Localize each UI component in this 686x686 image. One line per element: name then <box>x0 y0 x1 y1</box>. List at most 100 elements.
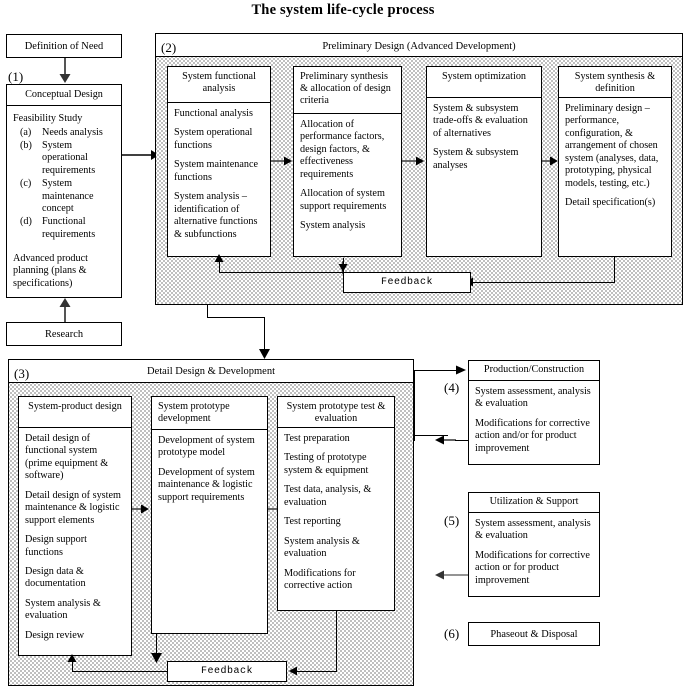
feedback2-right-vline <box>614 257 615 282</box>
card-item: Test data, analysis, & evaluation <box>284 484 372 508</box>
card-item: System analysis <box>300 220 366 232</box>
arrow-feedback3-up-to-card1 <box>67 654 77 662</box>
feasibility-item-text: System maintenance concept <box>42 177 94 215</box>
stage-4-number: (4) <box>444 380 460 395</box>
arrow-stage4-feedback <box>435 435 456 445</box>
arrow-card2-to-card3 <box>402 156 424 166</box>
definition-of-need-label: Definition of Need <box>24 40 104 52</box>
card-body: Test preparation Testing of prototype sy… <box>278 428 394 596</box>
card-body: System assessment, analysis & evaluation… <box>469 381 599 459</box>
feedback3-down-vline <box>156 634 157 661</box>
stage-3-header: Detail Design & Development <box>9 360 413 383</box>
feasibility-item: (b) System operational requirements <box>13 140 115 178</box>
card-item: Modifications for corrective action or f… <box>475 549 590 586</box>
feasibility-study-title: Feasibility Study <box>13 113 83 125</box>
arrow-down-into-feedback2 <box>338 264 348 272</box>
stage3-to-stage4-hline <box>414 370 460 371</box>
stage-2-card-2: Preliminary synthesis & allocation of de… <box>293 66 402 257</box>
stage-2-header: Preliminary Design (Advanced Development… <box>156 34 682 57</box>
page-title: The system life-cycle process <box>251 2 435 18</box>
feasibility-item: (a) Needs analysis <box>13 127 115 140</box>
card-item: Functional analysis <box>174 108 253 119</box>
stage-2-card-1: System functional analysis Functional an… <box>167 66 271 257</box>
card-item: System analysis & evaluation <box>284 535 360 560</box>
card-header: Preliminary synthesis & allocation of de… <box>294 67 401 114</box>
feedback2-left-hline <box>219 272 344 273</box>
arrow-feedback2-up-to-card1 <box>214 254 224 262</box>
stage-6-box: Phaseout & Disposal <box>468 622 600 646</box>
card-body: System & subsystem trade-offs & evaluati… <box>427 98 541 176</box>
feedback-label: Feedback <box>200 666 253 677</box>
stage4-loop-hline <box>414 435 448 436</box>
stage4-feedback-hline <box>455 440 469 441</box>
stage-6-header: Phaseout & Disposal <box>490 628 578 640</box>
stage-5-card: Utilization & Support System assessment,… <box>468 492 600 597</box>
feasibility-item: (c)System maintenance concept <box>13 178 115 216</box>
stage-4-card: Production/Construction System assessmen… <box>468 360 600 465</box>
feedback-label: Feedback <box>380 277 433 288</box>
card-item: Design data & documentation <box>25 565 86 590</box>
stage-3-number: (3) <box>14 366 30 381</box>
card-item: System assessment, analysis & evaluation <box>475 518 591 542</box>
feedback2-right-hline <box>471 282 615 283</box>
feedback3-right-hline <box>295 671 337 672</box>
feedback3-right-vline <box>336 611 337 671</box>
stage-1-number: (1) <box>8 69 24 84</box>
feasibility-item-text: Needs analysis <box>42 126 103 138</box>
arrow-card3-to-card4 <box>542 156 558 166</box>
stage4-loop-vline <box>414 370 415 435</box>
card-body: System assessment, analysis & evaluation… <box>469 513 599 591</box>
card-item: Testing of prototype system & equipment <box>284 452 369 476</box>
card-item: Detail design of system maintenance & lo… <box>25 489 121 526</box>
arrow-into-stage3 <box>259 349 270 359</box>
card-item: Design support functions <box>25 534 87 558</box>
arrow-s3card1-to-s3card2 <box>132 504 149 514</box>
card-body: Allocation of performance factors, desig… <box>294 114 401 237</box>
card-body: Development of system prototype model De… <box>152 430 267 508</box>
stage-3-card-1: System-product design Detail design of f… <box>18 396 132 656</box>
card-header: System synthesis & definition <box>559 67 671 98</box>
card-item: Design review <box>25 629 85 641</box>
card-item: Allocation of system support requirement… <box>300 188 387 212</box>
card-header: System prototype development <box>152 397 267 430</box>
card-body: Detail design of functional system (prim… <box>19 428 131 646</box>
card-header: System optimization <box>427 67 541 98</box>
card-body: Preliminary design – performance, config… <box>559 98 671 214</box>
feasibility-item-label: (b) <box>20 139 32 151</box>
card-body: Functional analysis System operational f… <box>168 103 270 245</box>
card-item: System assessment, analysis & evaluation <box>475 386 591 410</box>
card-header: System functional analysis <box>168 67 270 103</box>
conceptual-design-header: Conceptual Design <box>7 85 121 107</box>
advanced-planning-text: Advanced product planning (plans & speci… <box>13 252 88 290</box>
card-item: Test preparation <box>284 433 350 444</box>
arrow-stage5-feedback <box>435 570 468 580</box>
stage-5-number: (5) <box>444 513 460 528</box>
stage-5-header: Utilization & Support <box>469 493 599 513</box>
arrow-research-to-conceptual <box>59 298 71 323</box>
card-header: System-product design <box>19 397 131 428</box>
stage-6-number: (6) <box>444 626 460 641</box>
card-item: Preliminary design – performance, config… <box>565 103 659 189</box>
feasibility-item-label: (d) <box>20 216 32 228</box>
card-item: Test reporting <box>284 516 341 528</box>
definition-of-need-box: Definition of Need <box>6 34 122 58</box>
card-item: Allocation of performance factors, desig… <box>300 119 385 180</box>
stage2-to-stage3-vline-b <box>264 317 265 355</box>
feedback3-left-hline <box>72 671 168 672</box>
card-item: System analysis – identification of alte… <box>174 191 258 240</box>
arrow-into-stage4 <box>456 365 466 375</box>
feasibility-item-text: Functional requirements <box>42 216 96 240</box>
stage-2-card-4: System synthesis & definition Preliminar… <box>558 66 672 257</box>
research-label: Research <box>44 328 84 340</box>
stage2-to-stage3-hline <box>207 317 265 318</box>
card-item: System maintenance functions <box>174 159 259 183</box>
card-item: Development of system maintenance & logi… <box>158 466 255 503</box>
feasibility-item-label: (a) <box>20 126 32 138</box>
card-item: System & subsystem analyses <box>433 147 519 171</box>
card-header: System prototype test & evaluation <box>278 397 394 428</box>
conceptual-design-card: Conceptual Design Feasibility Study (a) N… <box>6 84 122 298</box>
card-item: Modifications for corrective action <box>284 567 356 591</box>
stage4-feedback-vline <box>414 435 415 441</box>
feasibility-item-text: System operational requirements <box>42 139 96 177</box>
stage-2-feedback-box: Feedback <box>343 272 471 293</box>
